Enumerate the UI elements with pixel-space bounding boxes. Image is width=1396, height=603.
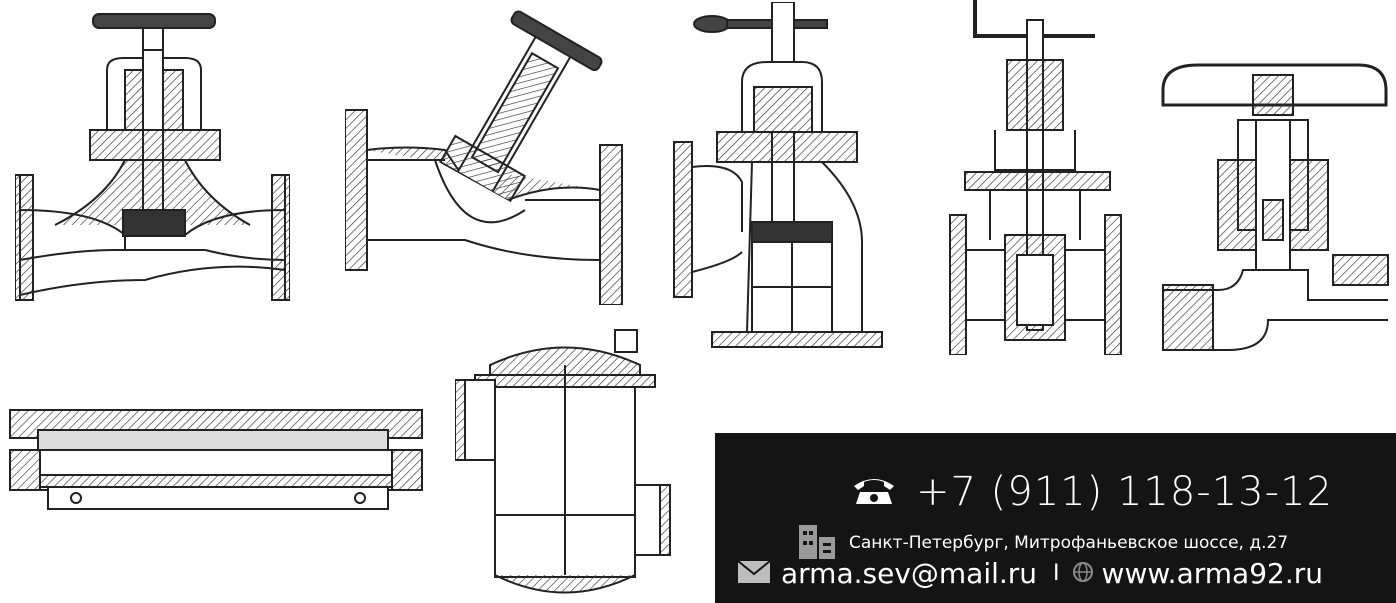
website-link[interactable]: www.arma92.ru (1101, 557, 1323, 590)
web-row: arma.sev@mail.ru I www.arma92.ru (737, 557, 1323, 590)
address-text: Санкт-Петербург, Митрофаньевское шоссе, … (849, 533, 1289, 553)
phone-number[interactable]: +7 (911) 118-13-12 (916, 469, 1333, 515)
email-link[interactable]: arma.sev@mail.ru (781, 557, 1038, 590)
angle-valve-drawing (672, 2, 887, 352)
separator: I (1053, 561, 1060, 586)
contact-panel: +7 (911) 118-13-12 Санкт-Петербург, Митр… (715, 433, 1396, 603)
sight-glass-drawing (8, 405, 428, 520)
gate-valve-drawing (945, 0, 1125, 355)
needle-valve-drawing (1158, 60, 1396, 355)
globe-valve-drawing (15, 10, 290, 305)
phone-icon (850, 474, 898, 510)
envelope-icon (737, 559, 771, 588)
building-icon (795, 521, 839, 565)
phone-row: +7 (911) 118-13-12 (850, 469, 1333, 515)
address-row: Санкт-Петербург, Митрофаньевское шоссе, … (795, 521, 1288, 565)
strainer-drawing (455, 325, 675, 603)
globe-icon (1072, 561, 1094, 587)
y-pattern-valve-drawing (345, 10, 625, 305)
